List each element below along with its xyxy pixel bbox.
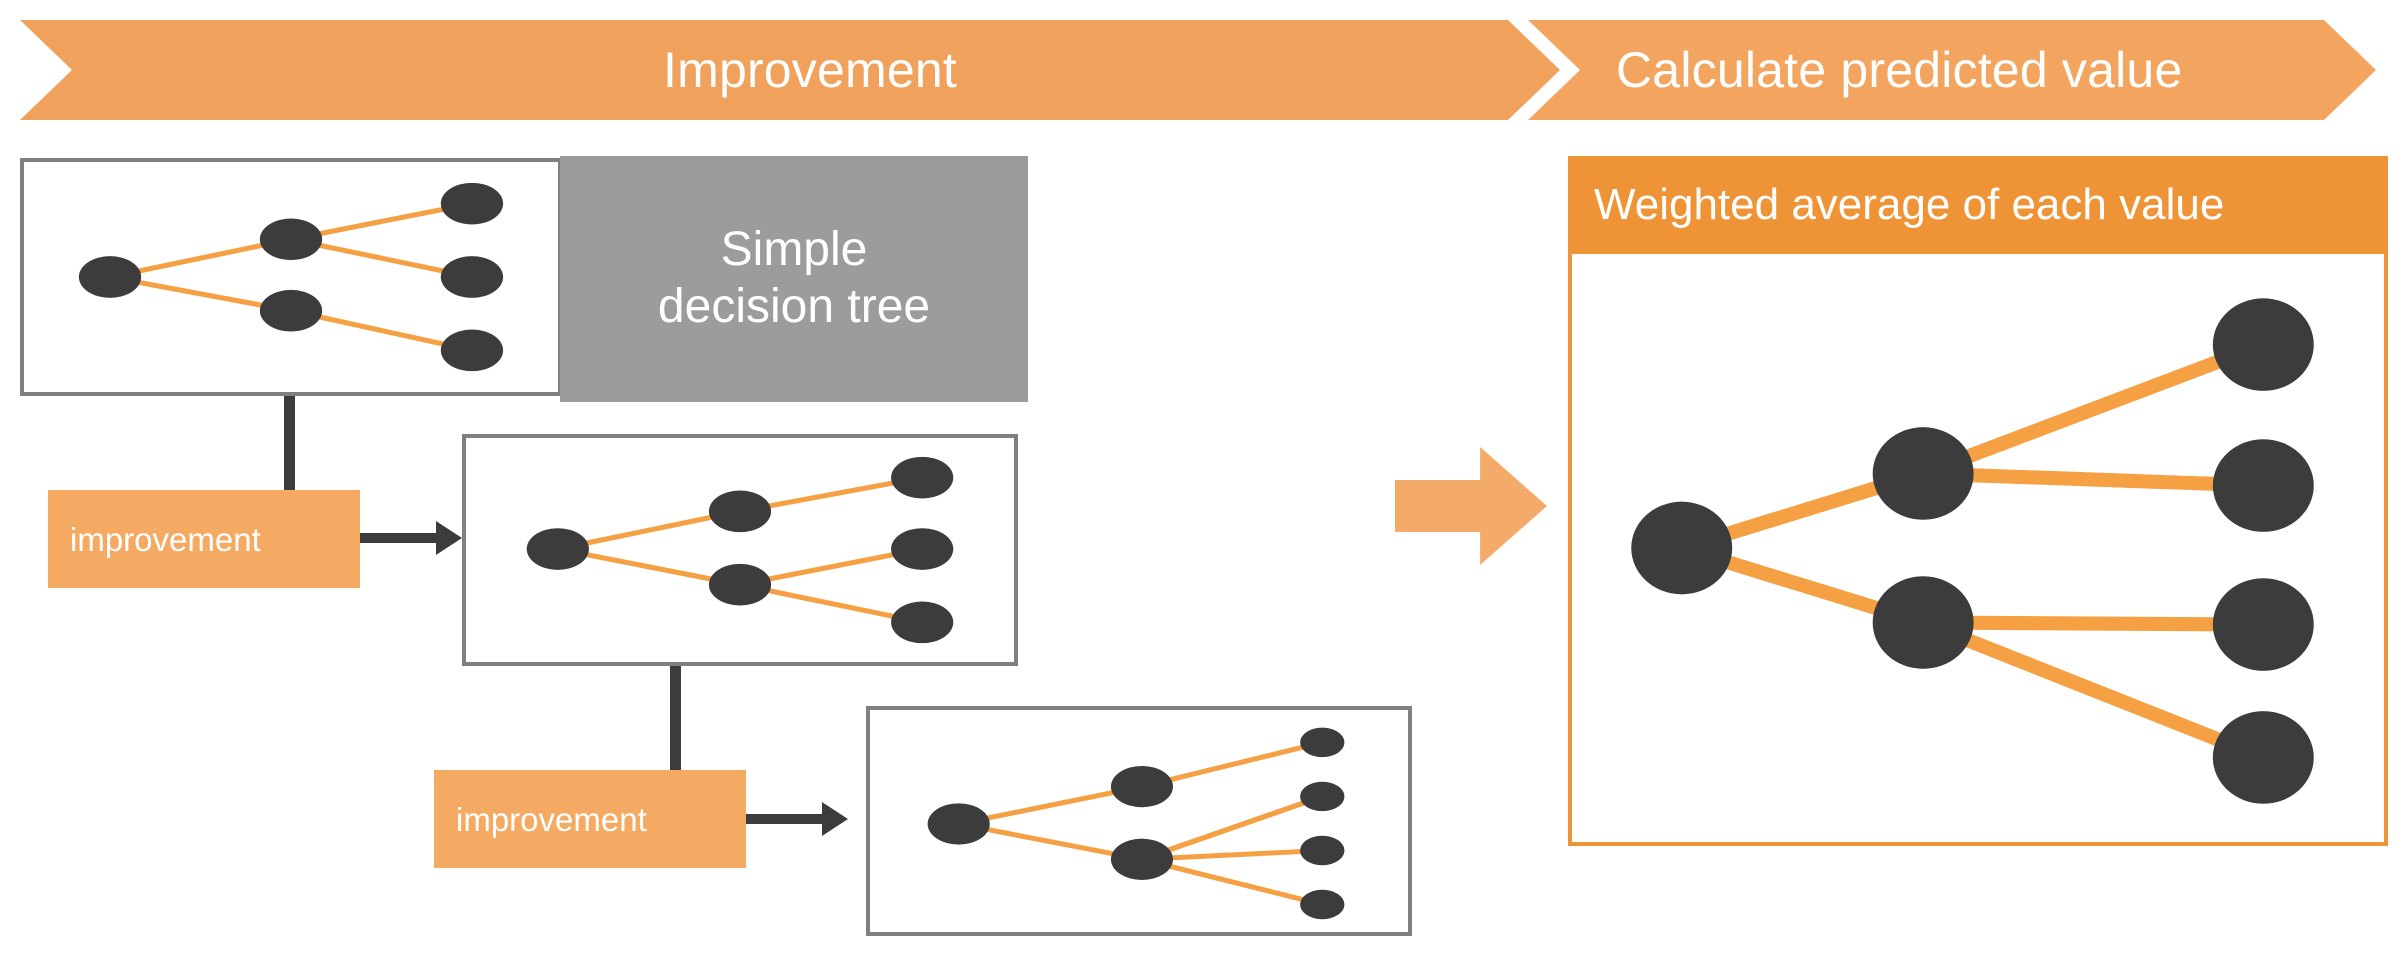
improvement-label-1-text: improvement	[70, 520, 261, 558]
tree-node	[2212, 298, 2314, 391]
weighted-average-panel: Weighted average of each value	[1568, 156, 2388, 846]
tree-node	[891, 528, 954, 570]
connector-vertical-1	[284, 396, 295, 496]
tree-node	[526, 528, 589, 570]
weighted-average-header: Weighted average of each value	[1568, 156, 2388, 254]
tree-1-graphic	[78, 182, 504, 372]
banner-calculate-predicted-value: Calculate predicted value	[1528, 20, 2376, 120]
tree-node	[1300, 835, 1345, 866]
tree-node	[2212, 578, 2314, 671]
tree-node	[259, 218, 323, 261]
banner-improvement-label: Improvement	[663, 42, 957, 98]
arrow-line-2	[746, 814, 824, 824]
simple-decision-tree-caption: Simple decision tree	[658, 222, 930, 335]
tree-node	[440, 256, 504, 298]
tree-node	[2212, 711, 2314, 804]
tree-node	[1872, 576, 1974, 669]
tree-box-improved-1	[462, 434, 1018, 666]
arrow-head-1	[436, 521, 462, 555]
improvement-label-1: improvement	[48, 490, 360, 588]
tree-node	[708, 563, 772, 606]
tree-final-edges	[1674, 337, 2271, 765]
tree-2-edges	[554, 475, 926, 625]
tree-node	[1631, 501, 1733, 595]
caption-line-1: Simple	[720, 223, 868, 277]
tree-node	[891, 601, 954, 644]
tree-1-edges	[106, 201, 476, 353]
tree-final-nodes	[1631, 298, 2314, 804]
weighted-average-body	[1568, 254, 2388, 846]
connector-vertical-2	[670, 666, 681, 772]
arrow-line-1	[360, 533, 438, 543]
tree-node	[1300, 889, 1345, 920]
simple-decision-tree-caption-box: Simple decision tree	[560, 156, 1028, 402]
tree-box-initial	[20, 158, 562, 396]
tree-node	[2212, 439, 2314, 532]
banner-calculate-label: Calculate predicted value	[1616, 42, 2183, 98]
weighted-average-header-label: Weighted average of each value	[1594, 180, 2225, 229]
tree-1-nodes	[78, 182, 504, 372]
tree-node	[1872, 427, 1974, 520]
tree-node	[440, 182, 504, 225]
tree-3-graphic	[927, 727, 1345, 920]
improvement-label-2-text: improvement	[456, 800, 647, 838]
tree-node	[927, 803, 990, 845]
tree-node	[708, 490, 772, 533]
tree-box-improved-2	[866, 706, 1412, 936]
tree-3-edges	[954, 739, 1326, 907]
tree-node	[891, 456, 954, 499]
tree-node	[78, 256, 142, 298]
tree-node	[440, 329, 504, 372]
tree-3-nodes	[927, 727, 1345, 920]
tree-2-graphic	[526, 456, 954, 644]
tree-node	[1110, 838, 1173, 880]
arrow-head-2	[822, 802, 848, 836]
improvement-label-2: improvement	[434, 770, 746, 868]
tree-node	[1110, 765, 1173, 808]
flow-arrow-icon	[1395, 447, 1547, 565]
tree-2-nodes	[526, 456, 954, 644]
tree-node	[1300, 781, 1345, 812]
tree-node	[1300, 727, 1345, 758]
banner-improvement: Improvement	[20, 20, 1560, 120]
caption-line-2: decision tree	[657, 280, 931, 333]
tree-node	[259, 289, 323, 332]
tree-final-graphic	[1631, 298, 2314, 804]
